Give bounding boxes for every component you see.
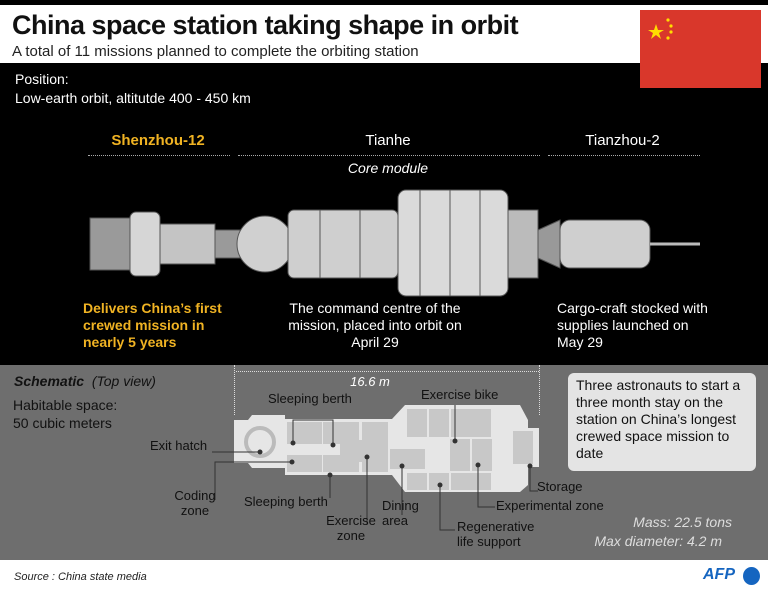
label-sleeping-berth-bottom: Sleeping berth xyxy=(244,494,328,509)
top-bar xyxy=(0,0,768,5)
shenzhou-description: Delivers China’s first crewed mission in… xyxy=(83,300,222,350)
floor-plan xyxy=(212,405,539,531)
label-coding-zone: Coding zone xyxy=(174,488,216,518)
diameter-label: Max diameter: 4.2 m xyxy=(594,533,722,549)
space-station-illustration xyxy=(89,189,700,297)
schematic-title: Schematic (Top view) xyxy=(14,373,156,389)
astronauts-callout: Three astronauts to start a three month … xyxy=(568,373,756,471)
label-exit-hatch: Exit hatch xyxy=(150,438,208,453)
length-bracket xyxy=(234,365,540,415)
label-storage: Storage xyxy=(537,479,583,494)
page-subtitle: A total of 11 missions planned to comple… xyxy=(12,43,419,60)
divider-shenzhou xyxy=(88,155,230,156)
schematic-view: (Top view) xyxy=(91,373,156,389)
module-name-shenzhou: Shenzhou-12 xyxy=(111,132,205,149)
core-module-label: Core module xyxy=(347,160,429,176)
divider-tianzhou xyxy=(548,155,700,156)
habitable-label: Habitable space: xyxy=(13,397,118,413)
divider-tianhe xyxy=(238,155,540,156)
length-line xyxy=(236,371,539,372)
label-experimental-zone: Experimental zone xyxy=(496,498,604,513)
label-regenerative-life-support: Regenerative life support xyxy=(457,519,535,549)
label-exercise-zone: Exercise zone xyxy=(326,513,376,543)
tianhe-description: The command centre of the mission, place… xyxy=(288,300,462,350)
position-value: Low-earth orbit, altitutde 400 - 450 km xyxy=(15,90,251,106)
length-label: 16.6 m xyxy=(350,374,390,389)
position-info: Position: Low-earth orbit, altitutde 400… xyxy=(15,70,251,108)
module-name-tianhe: Tianhe xyxy=(365,132,411,149)
afp-logo-circle-icon xyxy=(743,567,760,585)
label-exercise-bike: Exercise bike xyxy=(421,387,499,402)
page-title: China space station taking shape in orbi… xyxy=(12,10,519,40)
china-flag xyxy=(640,10,761,88)
schematic-title-text: Schematic xyxy=(14,373,85,389)
tianzhou-description: Cargo-craft stocked with supplies launch… xyxy=(557,300,708,350)
flag-stars-icon xyxy=(648,18,673,40)
label-dining-area: Dining area xyxy=(382,498,419,528)
source-note: Source : China state media xyxy=(14,571,147,583)
afp-logo: AFP xyxy=(703,566,735,583)
position-label: Position: xyxy=(15,71,69,87)
label-sleeping-berth-top: Sleeping berth xyxy=(268,391,352,406)
module-name-tianzhou: Tianzhou-2 xyxy=(585,132,660,149)
habitable-value: 50 cubic meters xyxy=(13,415,112,431)
habitable-space: Habitable space: 50 cubic meters xyxy=(13,396,117,432)
mass-label: Mass: 22.5 tons xyxy=(633,514,732,530)
